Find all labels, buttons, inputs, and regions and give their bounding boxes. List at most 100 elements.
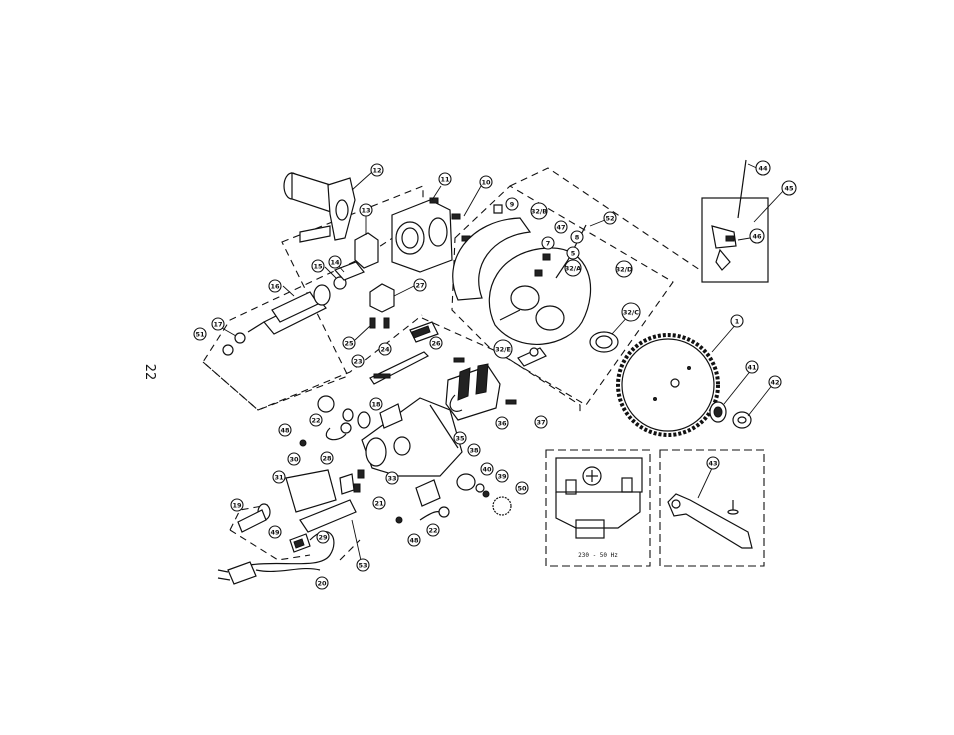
callout-7: 7 — [541, 236, 555, 250]
svg-text:36: 36 — [497, 420, 507, 428]
callout-45: 45 — [781, 180, 797, 196]
svg-text:29: 29 — [318, 534, 328, 542]
svg-text:45: 45 — [784, 185, 794, 193]
svg-text:14: 14 — [330, 259, 340, 267]
leader-lines — [221, 163, 785, 566]
svg-text:33: 33 — [387, 475, 396, 483]
callout-33: 33 — [385, 471, 399, 485]
svg-text:53: 53 — [358, 562, 367, 570]
callout-53: 53 — [356, 558, 370, 572]
svg-text:21: 21 — [374, 500, 384, 508]
callout-22-upper: 22 — [309, 413, 323, 427]
callout-10: 10 — [479, 175, 493, 189]
svg-text:38: 38 — [469, 447, 479, 455]
field-coil — [445, 357, 517, 421]
svg-text:37: 37 — [536, 419, 545, 427]
svg-text:35: 35 — [455, 435, 465, 443]
callout-16: 16 — [268, 279, 282, 293]
callout-20: 20 — [315, 576, 329, 590]
callout-52: 52 — [603, 211, 617, 225]
spindle-parts — [333, 232, 395, 329]
callout-51: 51 — [193, 327, 207, 341]
wiring-frequency-label: 230 - 50 Hz — [578, 552, 618, 559]
svg-text:11: 11 — [440, 176, 450, 184]
callout-14: 14 — [328, 255, 342, 269]
svg-text:47: 47 — [556, 224, 565, 232]
svg-text:12: 12 — [372, 167, 381, 175]
callout-32d: 32/D — [615, 260, 633, 278]
switch-plate — [369, 321, 439, 385]
callout-32a: 32/A — [564, 259, 582, 277]
armature-shaft — [222, 284, 331, 356]
svg-text:13: 13 — [361, 207, 370, 215]
callout-13: 13 — [359, 203, 373, 217]
blade-guard — [452, 204, 619, 367]
svg-text:32/B: 32/B — [531, 208, 547, 216]
callout-24: 24 — [378, 342, 392, 356]
callout-26: 26 — [429, 336, 443, 350]
svg-text:44: 44 — [758, 165, 768, 173]
svg-text:49: 49 — [270, 529, 280, 537]
svg-text:26: 26 — [431, 340, 441, 348]
svg-text:25: 25 — [344, 340, 354, 348]
svg-text:50: 50 — [517, 485, 527, 493]
svg-text:31: 31 — [274, 474, 284, 482]
svg-text:16: 16 — [270, 283, 280, 291]
callout-30: 30 — [287, 452, 301, 466]
svg-text:40: 40 — [482, 466, 492, 474]
callout-42: 42 — [768, 375, 782, 389]
callout-39: 39 — [495, 469, 509, 483]
callout-9: 9 — [505, 197, 519, 211]
callout-11: 11 — [438, 172, 452, 186]
svg-text:8: 8 — [575, 234, 580, 242]
brush-and-bearing-parts — [299, 422, 512, 524]
svg-text:17: 17 — [213, 321, 222, 329]
callout-18: 18 — [369, 397, 383, 411]
callout-50: 50 — [515, 481, 529, 495]
callout-15: 15 — [311, 259, 325, 273]
callout-41: 41 — [745, 360, 759, 374]
svg-text:1: 1 — [735, 318, 740, 326]
callout-37: 37 — [534, 415, 548, 429]
svg-text:19: 19 — [232, 502, 242, 510]
callout-19: 19 — [230, 498, 244, 512]
callout-27: 27 — [413, 278, 427, 292]
callout-25: 25 — [342, 336, 356, 350]
saw-blade — [616, 333, 720, 437]
svg-text:20: 20 — [317, 580, 327, 588]
callout-21: 21 — [372, 496, 386, 510]
callout-35: 35 — [453, 431, 467, 445]
callout-47: 47 — [554, 220, 568, 234]
svg-text:32/D: 32/D — [616, 266, 633, 274]
callout-32b: 32/B — [530, 202, 548, 220]
callout-40: 40 — [480, 462, 494, 476]
callout-38: 38 — [467, 443, 481, 457]
callout-49: 49 — [268, 525, 282, 539]
gear-housing — [391, 197, 471, 273]
svg-text:10: 10 — [481, 179, 491, 187]
callout-31: 31 — [272, 470, 286, 484]
rear-handle-and-cord — [217, 469, 357, 585]
svg-text:22: 22 — [428, 527, 437, 535]
wiring-diagram-box — [545, 449, 651, 567]
callout-12: 12 — [370, 163, 384, 177]
callout-22-lower: 22 — [426, 523, 440, 537]
callout-48-lower: 48 — [407, 533, 421, 547]
svg-text:43: 43 — [708, 460, 717, 468]
motor-housing — [317, 395, 463, 477]
svg-text:18: 18 — [371, 401, 381, 409]
svg-text:39: 39 — [497, 473, 507, 481]
callout-29: 29 — [316, 530, 330, 544]
callout-32c: 32/C — [621, 302, 641, 322]
callout-17: 17 — [211, 317, 225, 331]
group-outlines — [202, 167, 701, 561]
flange-parts — [709, 401, 752, 429]
svg-text:42: 42 — [770, 379, 779, 387]
svg-text:22: 22 — [311, 417, 320, 425]
svg-text:48: 48 — [409, 537, 419, 545]
svg-text:24: 24 — [380, 346, 390, 354]
svg-text:48: 48 — [280, 427, 290, 435]
svg-text:5: 5 — [571, 250, 576, 258]
handle-assembly — [283, 172, 356, 243]
